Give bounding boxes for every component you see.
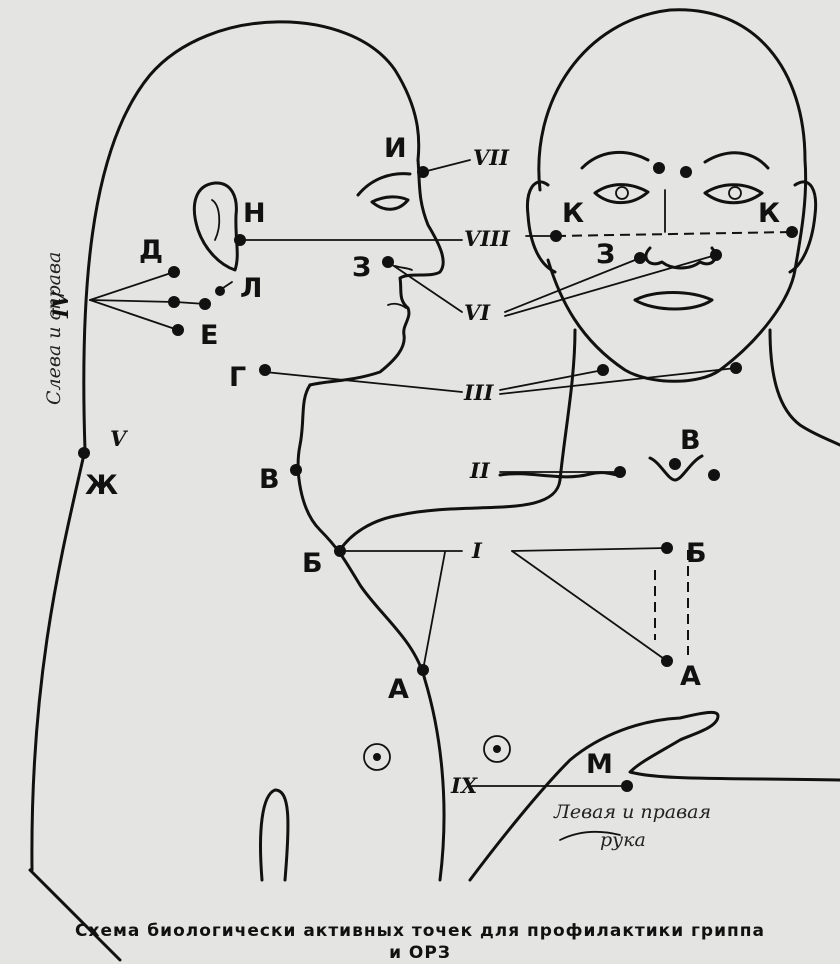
roman-II: II [469,458,491,483]
roman-labels: VII VIII VI III II I IX V [110,145,511,798]
hands-note-line2: рука [600,829,646,851]
roman-IV: IV [48,289,73,319]
points [78,162,798,792]
profile-eye [370,195,410,211]
profile-eyebrow [356,172,412,197]
roman-I: I [471,538,483,563]
point-III-left [597,364,609,376]
point-B-front [661,542,673,554]
label-V-profile: В [259,464,280,495]
roman-VIII: VIII [464,226,511,251]
roman-III: III [463,380,495,405]
front-neck-left [558,328,577,482]
nipple-right [483,735,511,763]
label-E: Е [200,320,218,351]
front-ear-right [788,180,818,274]
point-V-front [669,458,681,470]
profile-figure [28,20,511,962]
label-V-front: В [680,425,701,456]
point-front-brow-2 [680,166,692,178]
front-figure [338,8,840,882]
profile-shoulder [28,868,122,962]
point-front-brow-1 [653,162,665,174]
label-A-profile: А [388,674,409,705]
point-Z-profile [382,256,394,268]
point-A-profile [417,664,429,676]
label-Z-front: З [596,239,615,270]
roman-IV-group: IV [48,289,73,319]
profile-throat-chest [296,383,446,882]
point-K-left [550,230,562,242]
label-L: Л [240,273,262,304]
label-ZH: Ж [85,470,118,501]
label-M: М [586,749,613,780]
point-I [417,166,429,178]
label-B-front: Б [686,538,707,569]
roman-IX: IX [450,773,478,798]
label-B-profile: Б [302,548,323,579]
front-eyebrow-left [580,150,650,170]
label-K-left: К [562,198,584,229]
hands-note-line1: Левая и правая [553,801,711,823]
front-eyebrow-right [703,151,770,170]
label-Z-profile: З [352,252,371,283]
label-A-front: А [680,661,701,692]
sides-note-text: Слева и справа [43,252,65,405]
point-M [621,780,633,792]
point-A-front [661,655,673,667]
front-head-outline [537,8,808,383]
roman-V: V [110,426,129,451]
roman-VI: VI [464,300,491,325]
front-clavicle [498,471,622,479]
point-L [215,286,225,296]
point-ZH [78,447,90,459]
point-Z-front-right [710,249,722,261]
point-V-profile [290,464,302,476]
profile-head-outline [82,20,421,452]
front-mouth [633,291,714,311]
letter-labels: И Н Д Л Е З Г В Ж Б А К К З В Б А М [85,133,780,780]
front-neck-right [768,328,840,447]
caption: Схема биологически активных точек для пр… [75,921,765,963]
profile-face-outline [308,158,445,387]
label-G: Г [229,362,246,393]
point-D [168,266,180,278]
front-jugular-notch [648,454,704,482]
profile-neck-back [30,448,87,872]
caption-line2: и ОРЗ [389,943,451,963]
point-K-right [786,226,798,238]
label-I: И [384,133,407,164]
leader-lines [89,159,793,787]
label-N: Н [243,198,266,229]
point-III-right [730,362,742,374]
point-II-right [708,469,720,481]
caption-line1: Схема биологически активных точек для пр… [75,921,765,941]
point-N [234,234,246,246]
point-B-profile [334,545,346,557]
profile-arm [259,788,290,882]
point-Z-front-left [634,252,646,264]
roman-VII: VII [473,145,510,170]
point-E [172,324,184,336]
label-K-right: К [758,198,780,229]
label-D: Д [139,235,163,266]
sides-note: Слева и справа [43,252,65,405]
front-eye-left [593,183,650,205]
front-nose [644,246,717,270]
front-torso-left [338,478,562,552]
profile-ear [192,181,239,272]
hand-outline [468,710,840,882]
front-ear-left [525,180,557,274]
point-II-left [614,466,626,478]
point-L2 [199,298,211,310]
point-G [259,364,271,376]
front-eye-right [703,183,764,205]
nipple-left [363,743,391,771]
point-D2 [168,296,180,308]
